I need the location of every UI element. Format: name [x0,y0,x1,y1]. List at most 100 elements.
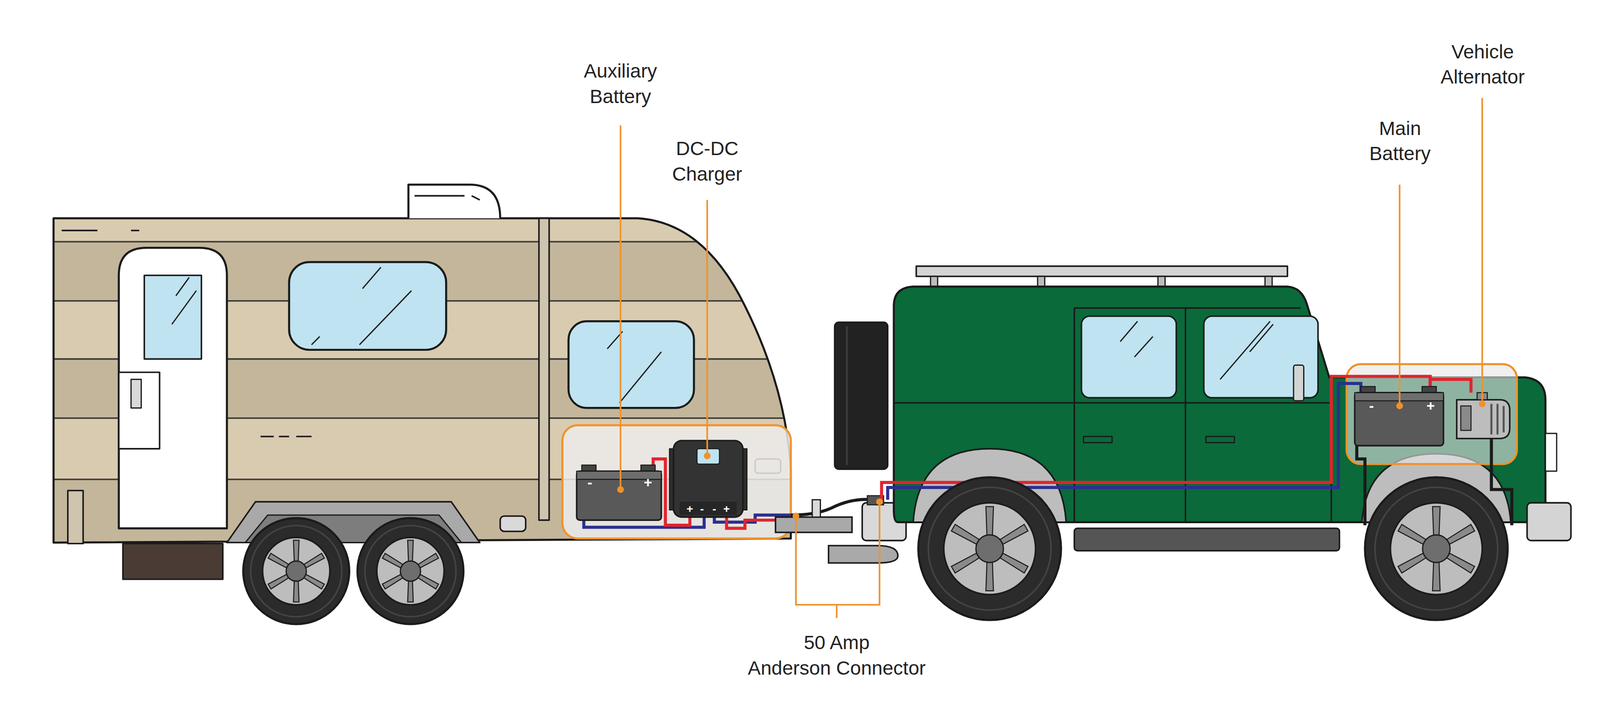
terminal-sign: - [1369,396,1374,416]
wheel-part [376,537,445,605]
callout-label: 50 Amp Anderson Connector [748,629,926,681]
wheel [357,518,464,625]
wheels [243,477,1508,624]
leader-lines-part [706,199,709,456]
callout-label: Vehicle Alternator [1440,39,1525,90]
leader-lines-part [795,501,880,605]
vehicle-part [1220,321,1271,380]
vehicle-electrics-part-part [1496,403,1499,435]
wheel-part [250,525,343,617]
terminal-sign: + [643,473,652,493]
wheel-part [1397,552,1426,573]
caravan-part [359,290,412,345]
callout-label: Main Battery [1369,115,1431,167]
terminal-sign: + [686,501,693,517]
callout-label: Auxiliary Battery [583,58,658,110]
wheel-part [418,553,439,568]
vehicle-electrics-part [1460,405,1471,431]
wheel [918,477,1061,620]
caravan-part [122,543,223,580]
vehicle-part [1545,433,1557,472]
callout-label: DC-DC Charger [672,135,743,187]
wheel-part [1432,506,1441,536]
wheel-part [1375,487,1498,610]
terminal-sign: - [700,501,704,517]
wheel-part [1422,535,1450,563]
caravan-part [539,218,550,520]
caravan-part [118,247,227,529]
caravan-part [471,195,480,200]
wheel-part [1390,502,1483,595]
wheel-part [976,535,1004,563]
wheel-part [382,553,403,568]
vehicle-part [1074,528,1340,551]
caravan-part [408,184,500,219]
leader-lines-part [836,604,838,619]
wheel-part [268,574,289,589]
caravan-part [144,275,202,359]
vehicle-part [1081,316,1177,398]
wheel-part [268,553,289,568]
leader-lines-part [619,125,622,490]
vehicle-part [846,326,848,465]
caravan [41,184,817,580]
caravan-part [130,379,141,409]
hitch-and-connector-part [812,499,821,518]
hitch-and-connector-part [790,499,873,515]
caravan-electrics [562,425,791,539]
caravan-part [118,372,160,449]
caravan-part [130,229,140,232]
terminal-sign: - [587,473,593,493]
leader-lines-part [1398,184,1401,406]
vehicle-electrics-part [1456,399,1510,439]
vehicle-electrics-part [1491,403,1504,435]
caravan-part [67,490,84,544]
vehicle-electrics-part-part [1502,405,1505,433]
caravan-part [171,290,197,325]
hitch-and-connector-part [775,517,852,533]
leader-lines-part [1479,401,1485,407]
wheel-part [382,574,403,589]
wheel-part [1446,524,1475,545]
vehicle-part [834,322,888,470]
leader-lines-part [704,453,710,459]
terminal-sign: + [1426,396,1435,416]
wheel-part [357,518,464,625]
wheel-part [943,502,1036,595]
wheel-part [928,487,1051,610]
vehicle-part [1073,307,1076,523]
wheel-part [400,561,421,582]
vehicle-part [1083,436,1113,443]
terminal-sign: - [712,501,717,517]
wheel-part [303,553,325,568]
vehicle-electrics-part-part [1490,403,1493,435]
vehicle-part [1184,307,1186,523]
caravan-part [176,277,190,296]
wheel [243,518,350,625]
caravan-electrics-part [673,440,743,518]
caravan-electrics-part [562,425,791,539]
caravan-part [53,218,791,543]
vehicle-part [916,266,1288,277]
caravan-part [414,195,465,197]
caravan-part [568,321,694,408]
wheel-part [262,537,331,605]
wheel-part [1446,552,1475,573]
vehicle-part [1293,364,1304,401]
wheel-part [1432,561,1441,591]
caravan-part [311,336,320,345]
leader-lines-part [1481,98,1484,405]
vehicle-part [1134,336,1153,358]
leader-lines-part [877,498,883,504]
wheel-part [293,581,299,603]
vehicle-part [1120,321,1138,342]
wheel-part [1365,477,1508,620]
caravan-part [41,208,817,556]
wheel-part [407,540,414,562]
caravan-part [260,435,274,437]
caravan-part [61,229,98,232]
wheel-part [951,552,980,573]
wheel-part [986,506,994,536]
